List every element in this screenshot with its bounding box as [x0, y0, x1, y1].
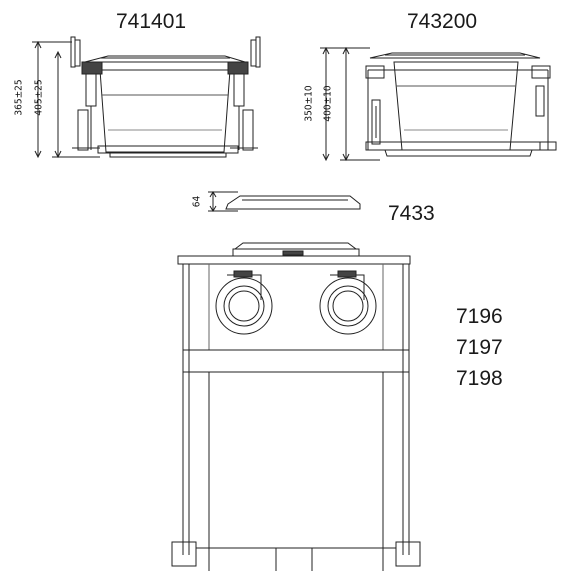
base-flange — [110, 153, 226, 157]
cabinet-body — [178, 256, 410, 555]
unit-7433-drawing — [208, 192, 360, 211]
top-plate — [233, 243, 359, 256]
unit-code-7197: 7197 — [456, 336, 503, 359]
base-flange — [385, 150, 532, 156]
dimension-label-365: 365±25 — [13, 79, 25, 116]
dimension-label-400: 400±10 — [322, 85, 334, 122]
left-clamp — [71, 37, 102, 150]
dimension-line-64 — [208, 192, 238, 211]
base-plate — [366, 142, 556, 150]
unit-code-7198: 7198 — [456, 367, 503, 390]
right-clamp — [228, 37, 260, 150]
top-flange — [85, 56, 245, 62]
unit-code-741401: 741401 — [116, 10, 187, 33]
unit-743200-drawing — [320, 48, 556, 160]
outer-frame — [366, 66, 550, 150]
unit-code-7433: 7433 — [388, 202, 435, 225]
dimension-label-64: 64 — [191, 195, 203, 208]
unit-741401-drawing — [32, 37, 260, 157]
dimension-label-405: 405±25 — [33, 79, 45, 116]
plate-profile — [226, 196, 360, 209]
unit-code-743200: 743200 — [407, 10, 478, 33]
dimension-line-365 — [32, 42, 72, 157]
dimension-line-350 — [320, 48, 370, 160]
right-port — [320, 271, 376, 334]
main-unit-drawing — [172, 243, 420, 571]
left-port — [216, 271, 272, 334]
unit-code-7196: 7196 — [456, 305, 503, 328]
dimension-line-400 — [340, 48, 380, 160]
conical-body — [394, 62, 518, 150]
top-flange — [370, 53, 540, 58]
dimension-line-405 — [52, 52, 100, 157]
conical-body — [100, 70, 230, 152]
dimension-label-350: 350±10 — [303, 85, 315, 122]
bottom-feet — [172, 542, 420, 571]
